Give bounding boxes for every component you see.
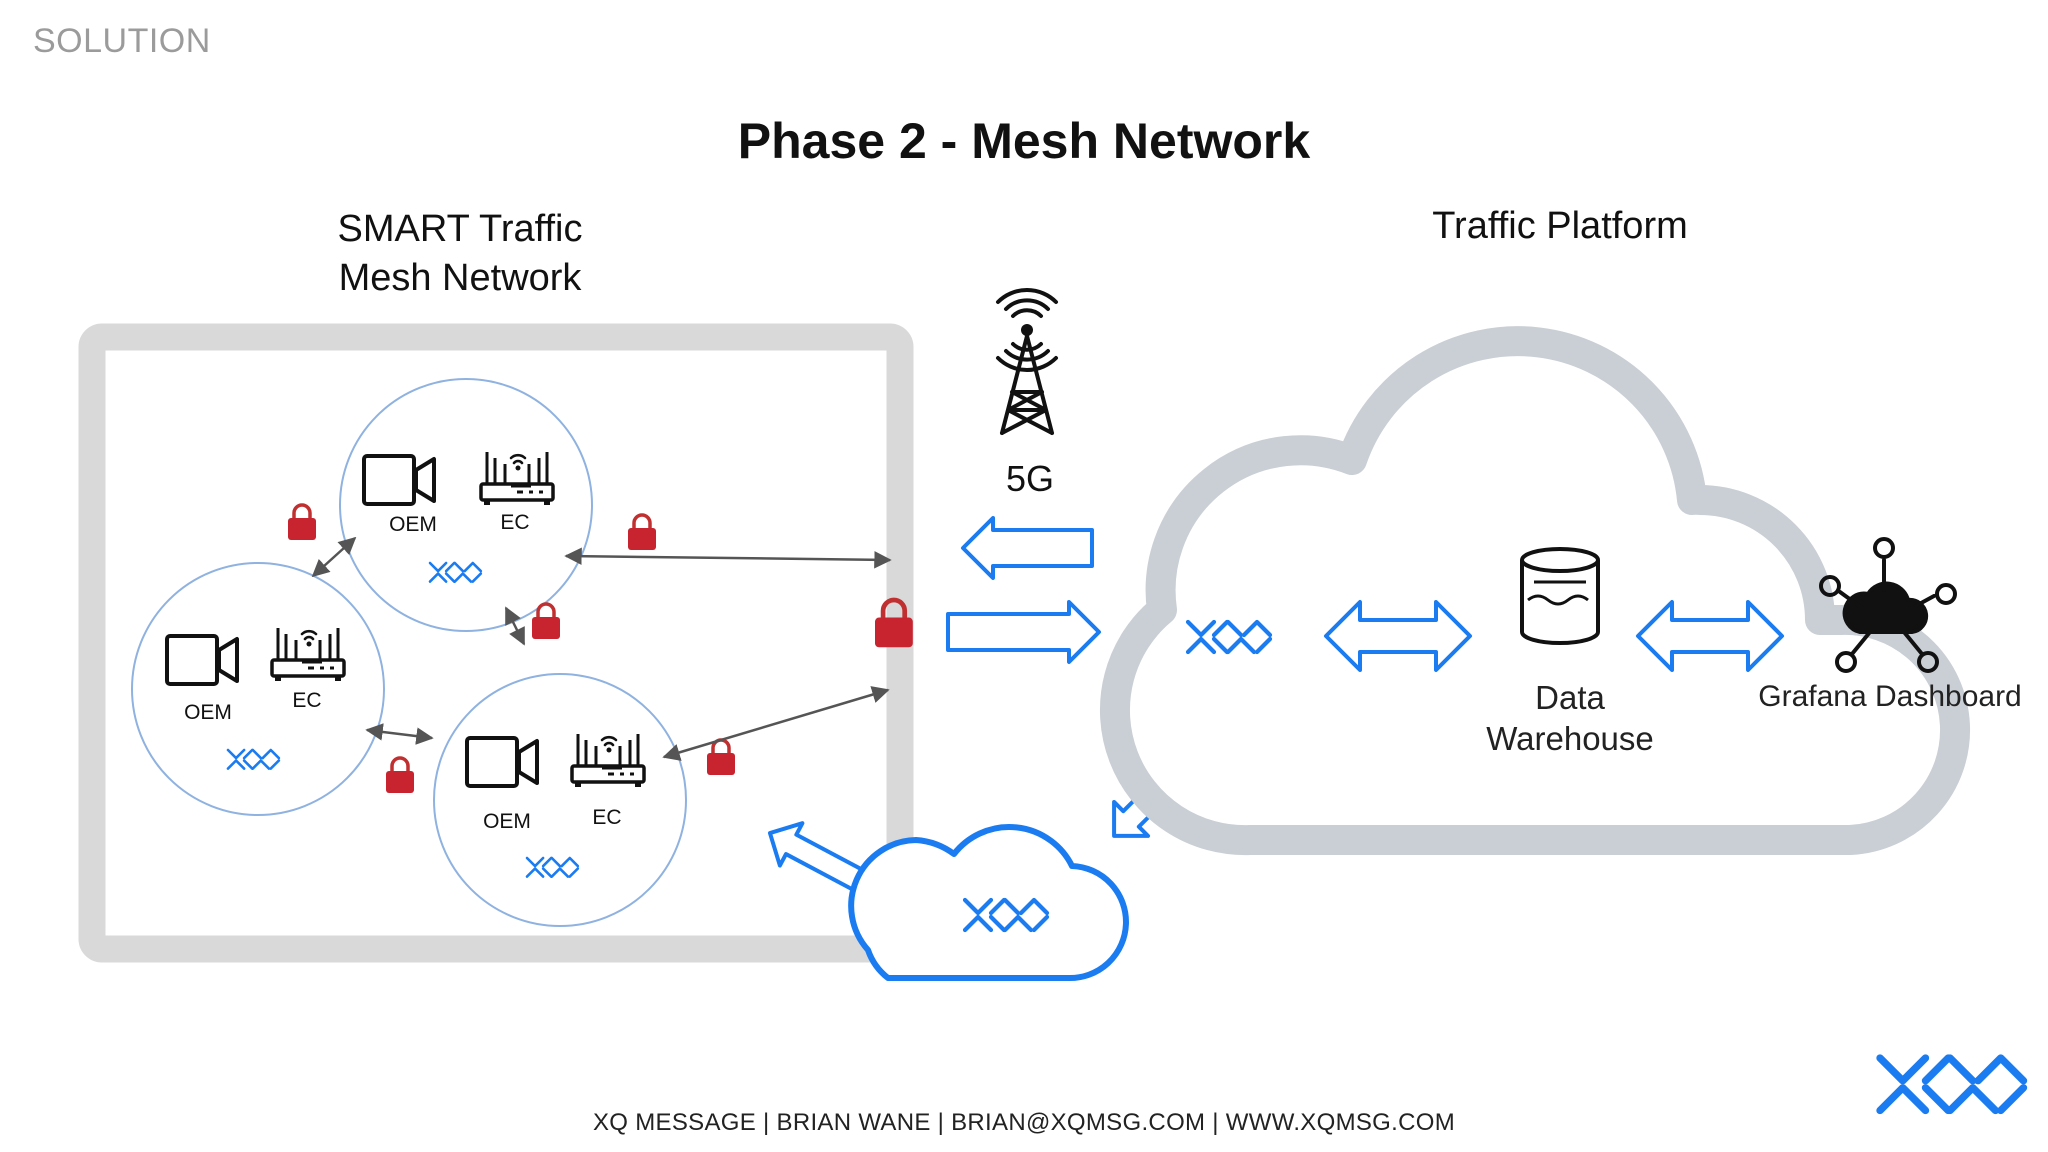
grafana-dashboard-label: Grafana Dashboard [1758,680,2022,713]
warehouse-line2: Warehouse [1486,720,1654,757]
traffic-platform-cloud [1099,326,1971,856]
page-title: Phase 2 - Mesh Network [737,113,1311,169]
mesh-link [504,606,526,646]
mesh-link [365,723,434,745]
section-label: SOLUTION [33,22,211,60]
node-3-camera-label: OEM [483,810,531,833]
mesh-node-2 [131,562,385,816]
mesh-network-heading: SMART Traffic Mesh Network [260,205,660,303]
node-1-camera-label: OEM [389,513,437,536]
node-1-edge-label: EC [500,511,530,534]
double-arrow-platform [1636,600,1784,672]
mesh-link [564,547,892,569]
database-icon [1520,547,1600,645]
xq-logo-icon [1880,1058,2024,1111]
mesh-node-1 [339,378,593,632]
double-arrow-platform [1324,600,1472,672]
node-2-edge-label: EC [292,689,322,712]
mesh-node-3 [433,673,687,927]
mesh-link [311,536,357,578]
arrow-left [961,516,1094,580]
cloud-network-icon [1819,537,1957,673]
5g-label: 5G [1005,458,1055,499]
arrow-right [946,600,1101,664]
footer-contact: XQ MESSAGE | BRIAN WANE | BRIAN@XQMSG.CO… [593,1109,1455,1136]
warehouse-line1: Data [1535,679,1605,716]
data-warehouse-label: Data Warehouse [1440,677,1700,759]
mesh-heading-line1: SMART Traffic [337,208,583,250]
mesh-heading-line2: Mesh Network [338,257,582,299]
node-3-edge-label: EC [592,806,622,829]
node-2-camera-label: OEM [184,701,232,724]
tower-icon [996,288,1058,435]
traffic-platform-heading: Traffic Platform [1432,205,1688,247]
mesh-link [662,686,890,761]
